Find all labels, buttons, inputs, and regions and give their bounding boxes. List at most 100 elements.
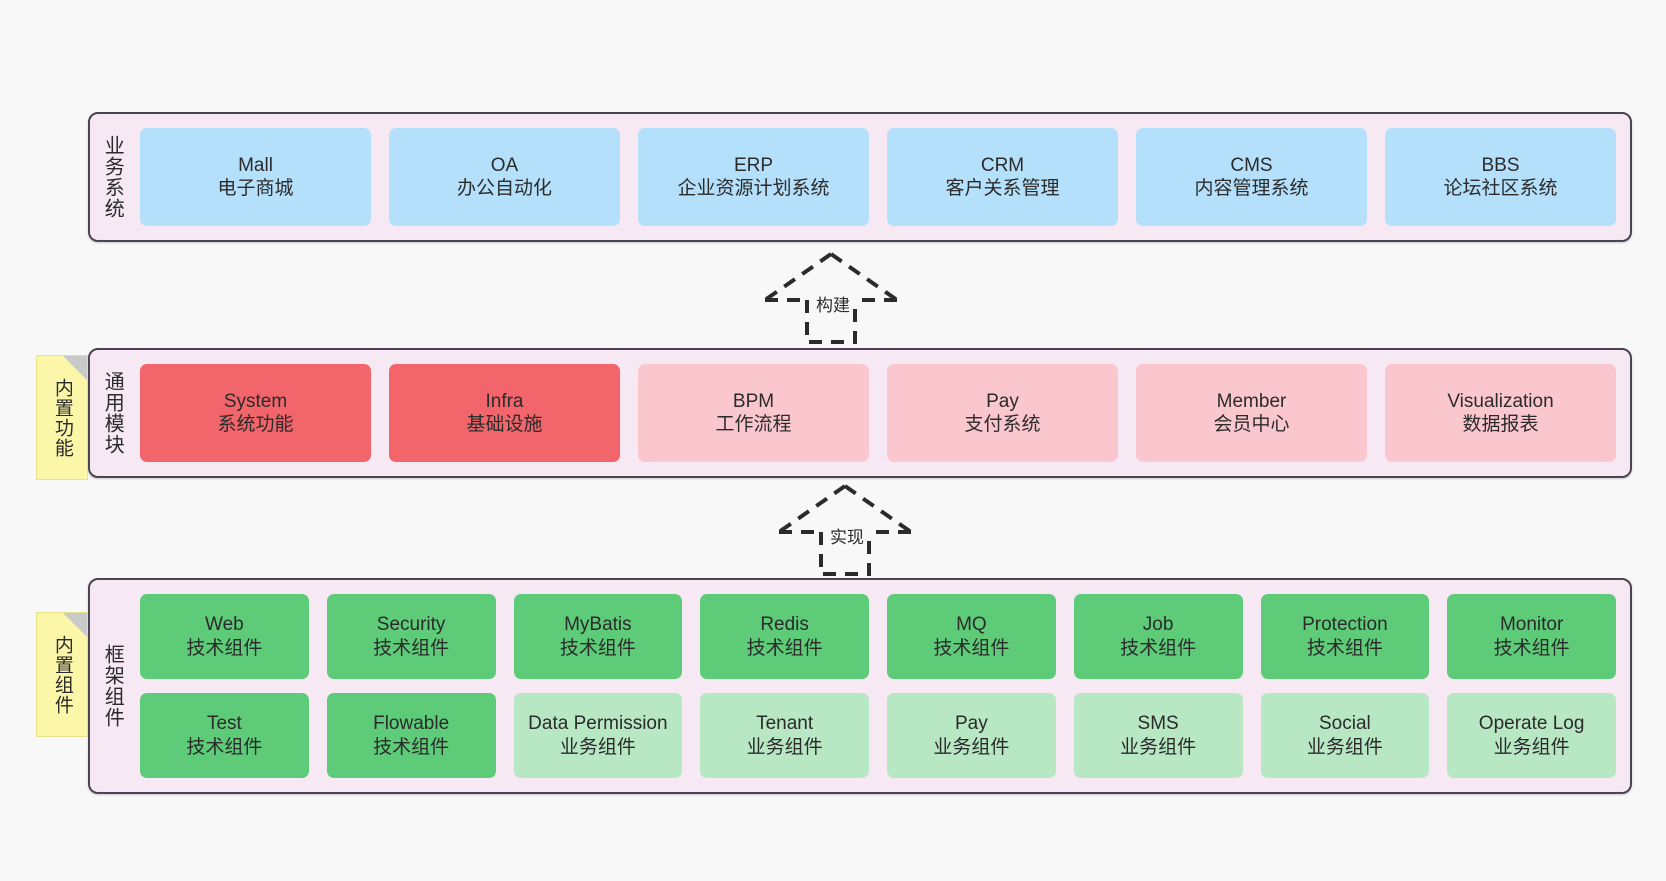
card-title-cn: 业务组件 <box>1306 736 1383 758</box>
card-title-en: Infra <box>485 390 524 412</box>
card-title-cn: 基础设施 <box>466 414 543 435</box>
card-title-en: Social <box>1319 713 1371 735</box>
card-data-permission[interactable]: Data Permission 业务组件 <box>513 693 683 778</box>
card-title-en: System <box>223 390 288 412</box>
card-title-cn: 技术组件 <box>186 637 263 659</box>
arrow-implement: 实现 <box>770 482 920 578</box>
card-title-en: Operate Log <box>1478 713 1585 735</box>
card-grid-business: Mall 电子商城 OA 办公自动化 ERP 企业资源计划系统 CRM 客户关系… <box>134 114 1630 240</box>
card-title-en: Flowable <box>373 713 450 735</box>
card-bpm[interactable]: BPM 工作流程 <box>638 364 869 462</box>
card-title-en: OA <box>490 154 519 176</box>
card-pay-business[interactable]: Pay 业务组件 <box>887 693 1056 778</box>
card-title-en: Visualization <box>1447 390 1554 412</box>
card-title-cn: 技术组件 <box>186 736 263 758</box>
layer-business-systems: 业务系统 Mall 电子商城 OA 办公自动化 ERP 企业资源计划系统 CRM… <box>88 112 1632 242</box>
card-title-cn: 技术组件 <box>933 637 1010 659</box>
card-title-cn: 业务组件 <box>1493 736 1570 758</box>
card-cms[interactable]: CMS 内容管理系统 <box>1136 128 1367 226</box>
card-title-en: BPM <box>732 390 775 412</box>
card-mybatis[interactable]: MyBatis 技术组件 <box>513 594 683 679</box>
card-title-cn: 数据报表 <box>1462 414 1539 435</box>
card-title-cn: 系统功能 <box>217 414 294 435</box>
card-grid-framework: Web 技术组件 Security 技术组件 MyBatis 技术组件 Redi… <box>134 580 1630 792</box>
card-monitor[interactable]: Monitor 技术组件 <box>1447 594 1616 679</box>
card-title-en: MyBatis <box>564 614 632 636</box>
card-sms[interactable]: SMS 业务组件 <box>1073 693 1243 778</box>
layer-common-modules: 通用模块 System 系统功能 Infra 基础设施 BPM 工作流程 Pay… <box>88 348 1632 478</box>
card-mq[interactable]: MQ 技术组件 <box>887 594 1056 679</box>
card-title-en: Mall <box>238 154 273 176</box>
card-title-cn: 支付系统 <box>964 414 1041 435</box>
card-social[interactable]: Social 业务组件 <box>1260 693 1430 778</box>
card-title-cn: 技术组件 <box>373 637 450 659</box>
card-oa[interactable]: OA 办公自动化 <box>389 128 620 226</box>
card-title-en: Pay <box>986 390 1019 412</box>
card-job[interactable]: Job 技术组件 <box>1073 594 1243 679</box>
card-title-en: Protection <box>1302 614 1388 636</box>
card-title-en: ERP <box>733 154 774 176</box>
card-title-cn: 内容管理系统 <box>1194 178 1309 199</box>
card-title-en: Security <box>376 614 446 636</box>
card-test[interactable]: Test 技术组件 <box>140 693 309 778</box>
card-web[interactable]: Web 技术组件 <box>140 594 309 679</box>
card-erp[interactable]: ERP 企业资源计划系统 <box>638 128 869 226</box>
card-tenant[interactable]: Tenant 业务组件 <box>700 693 869 778</box>
card-title-en: CRM <box>980 154 1025 176</box>
card-crm[interactable]: CRM 客户关系管理 <box>887 128 1118 226</box>
card-title-en: CMS <box>1230 154 1273 176</box>
card-title-en: Member <box>1216 390 1287 412</box>
folded-corner-icon <box>63 613 87 637</box>
card-row: Mall 电子商城 OA 办公自动化 ERP 企业资源计划系统 CRM 客户关系… <box>140 128 1616 226</box>
sticky-note-label: 内置功能 <box>51 377 73 458</box>
card-title-en: Monitor <box>1499 614 1564 636</box>
card-title-en: Pay <box>955 713 988 735</box>
card-title-cn: 技术组件 <box>746 637 823 659</box>
layer-framework-components: 框架组件 Web 技术组件 Security 技术组件 MyBatis 技术组件… <box>88 578 1632 794</box>
card-title-cn: 企业资源计划系统 <box>677 178 830 199</box>
card-title-cn: 业务组件 <box>559 736 636 758</box>
card-title-en: Web <box>205 614 244 636</box>
card-row: Web 技术组件 Security 技术组件 MyBatis 技术组件 Redi… <box>140 594 1616 679</box>
card-title-en: Job <box>1142 614 1174 636</box>
card-redis[interactable]: Redis 技术组件 <box>700 594 869 679</box>
card-title-cn: 电子商城 <box>217 178 294 199</box>
card-title-cn: 会员中心 <box>1213 414 1290 435</box>
card-flowable[interactable]: Flowable 技术组件 <box>326 693 496 778</box>
card-member[interactable]: Member 会员中心 <box>1136 364 1367 462</box>
card-title-cn: 工作流程 <box>715 414 792 435</box>
card-row: Test 技术组件 Flowable 技术组件 Data Permission … <box>140 693 1616 778</box>
card-title-en: SMS <box>1137 713 1179 735</box>
card-infra[interactable]: Infra 基础设施 <box>389 364 620 462</box>
card-title-en: Data Permission <box>528 713 668 735</box>
card-title-cn: 业务组件 <box>933 736 1010 758</box>
sticky-note-builtin-components: 内置组件 <box>36 612 88 737</box>
card-bbs[interactable]: BBS 论坛社区系统 <box>1385 128 1616 226</box>
card-security[interactable]: Security 技术组件 <box>326 594 496 679</box>
card-title-en: Tenant <box>756 713 814 735</box>
card-pay[interactable]: Pay 支付系统 <box>887 364 1118 462</box>
card-title-en: MQ <box>956 614 987 636</box>
card-row: System 系统功能 Infra 基础设施 BPM 工作流程 Pay 支付系统… <box>140 364 1616 462</box>
arrow-label-build: 构建 <box>816 296 850 315</box>
card-mall[interactable]: Mall 电子商城 <box>140 128 371 226</box>
card-title-cn: 办公自动化 <box>456 178 552 199</box>
sticky-note-label: 内置组件 <box>51 634 73 715</box>
sticky-note-builtin-features: 内置功能 <box>36 355 88 480</box>
card-title-en: Redis <box>760 614 809 636</box>
card-title-en: BBS <box>1481 154 1520 176</box>
card-system[interactable]: System 系统功能 <box>140 364 371 462</box>
folded-corner-icon <box>63 356 87 380</box>
card-title-cn: 技术组件 <box>559 637 636 659</box>
card-title-cn: 业务组件 <box>1120 736 1197 758</box>
layer-title-framework: 框架组件 <box>101 644 124 728</box>
card-title-cn: 技术组件 <box>1306 637 1383 659</box>
card-visualization[interactable]: Visualization 数据报表 <box>1385 364 1616 462</box>
card-protection[interactable]: Protection 技术组件 <box>1260 594 1430 679</box>
card-title-cn: 论坛社区系统 <box>1443 178 1558 199</box>
card-title-cn: 客户关系管理 <box>945 178 1060 199</box>
card-title-cn: 业务组件 <box>746 736 823 758</box>
card-operate-log[interactable]: Operate Log 业务组件 <box>1447 693 1616 778</box>
card-grid-modules: System 系统功能 Infra 基础设施 BPM 工作流程 Pay 支付系统… <box>134 350 1630 476</box>
layer-title-modules: 通用模块 <box>101 371 124 455</box>
